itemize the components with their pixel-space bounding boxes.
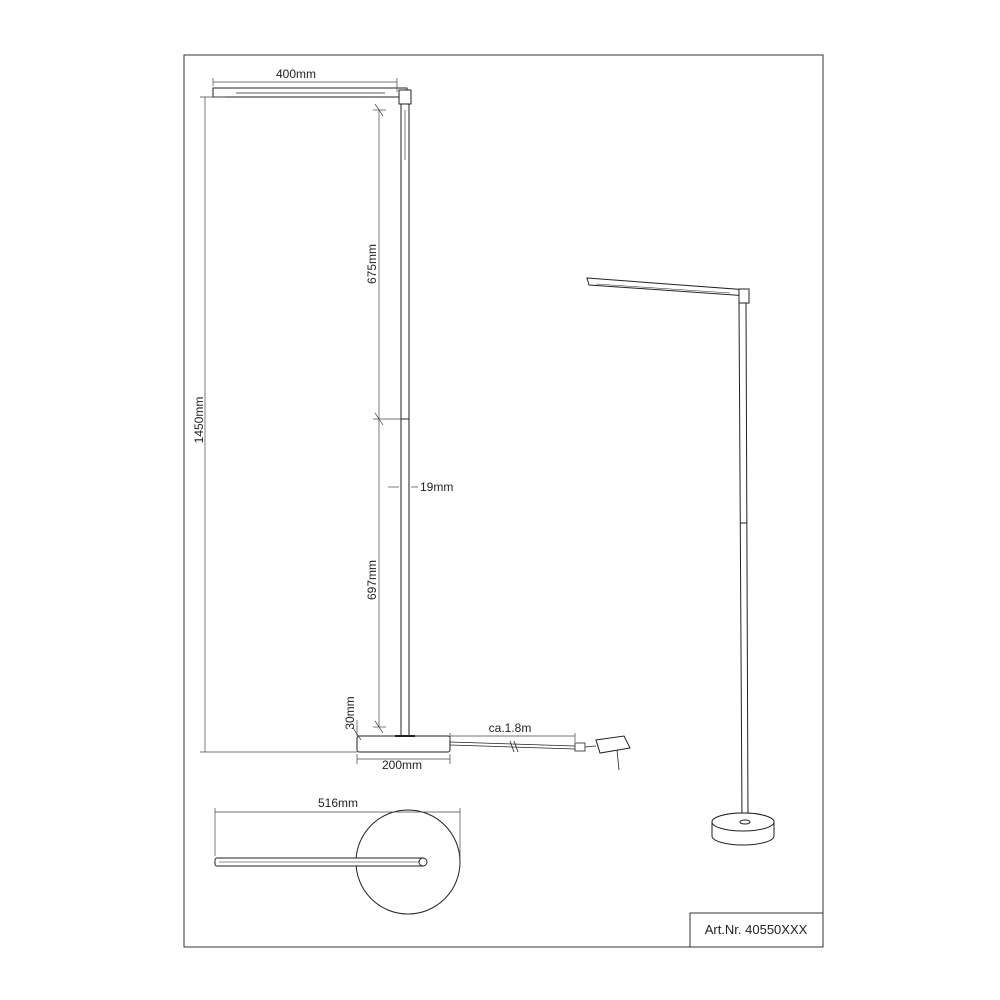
dim-lower-pole: 697mm — [365, 560, 379, 600]
drawing-frame — [183, 54, 824, 948]
cable-connector — [574, 742, 586, 752]
pole — [400, 103, 410, 737]
article-number-box — [689, 912, 824, 948]
dim-total-height: 1450mm — [192, 397, 206, 444]
dim-cable-length: ca.1.8m — [489, 721, 532, 735]
dim-upper-pole: 675mm — [365, 244, 379, 284]
article-number: Art.Nr. 40550XXX — [705, 922, 808, 937]
front-dimension-lines — [200, 78, 576, 764]
dim-pole-diameter: 19mm — [420, 480, 453, 494]
dim-base-height: 30mm — [343, 696, 357, 729]
power-cable — [449, 735, 631, 771]
pole-top-circle — [418, 857, 428, 867]
dim-base-width: 200mm — [382, 758, 422, 772]
top-dimension-lines — [214, 808, 461, 860]
front-view — [212, 87, 451, 753]
perspective-lamp-head — [586, 277, 749, 297]
top-view — [214, 809, 461, 915]
dim-top-view-length: 516mm — [318, 796, 358, 810]
head-joint — [398, 89, 412, 105]
perspective-joint — [738, 288, 750, 304]
lamp-head — [212, 87, 408, 98]
perspective-pole — [738, 302, 749, 823]
dim-arm-width: 400mm — [276, 67, 316, 81]
power-adapter — [595, 735, 631, 754]
perspective-view — [586, 277, 775, 846]
base — [356, 735, 451, 753]
